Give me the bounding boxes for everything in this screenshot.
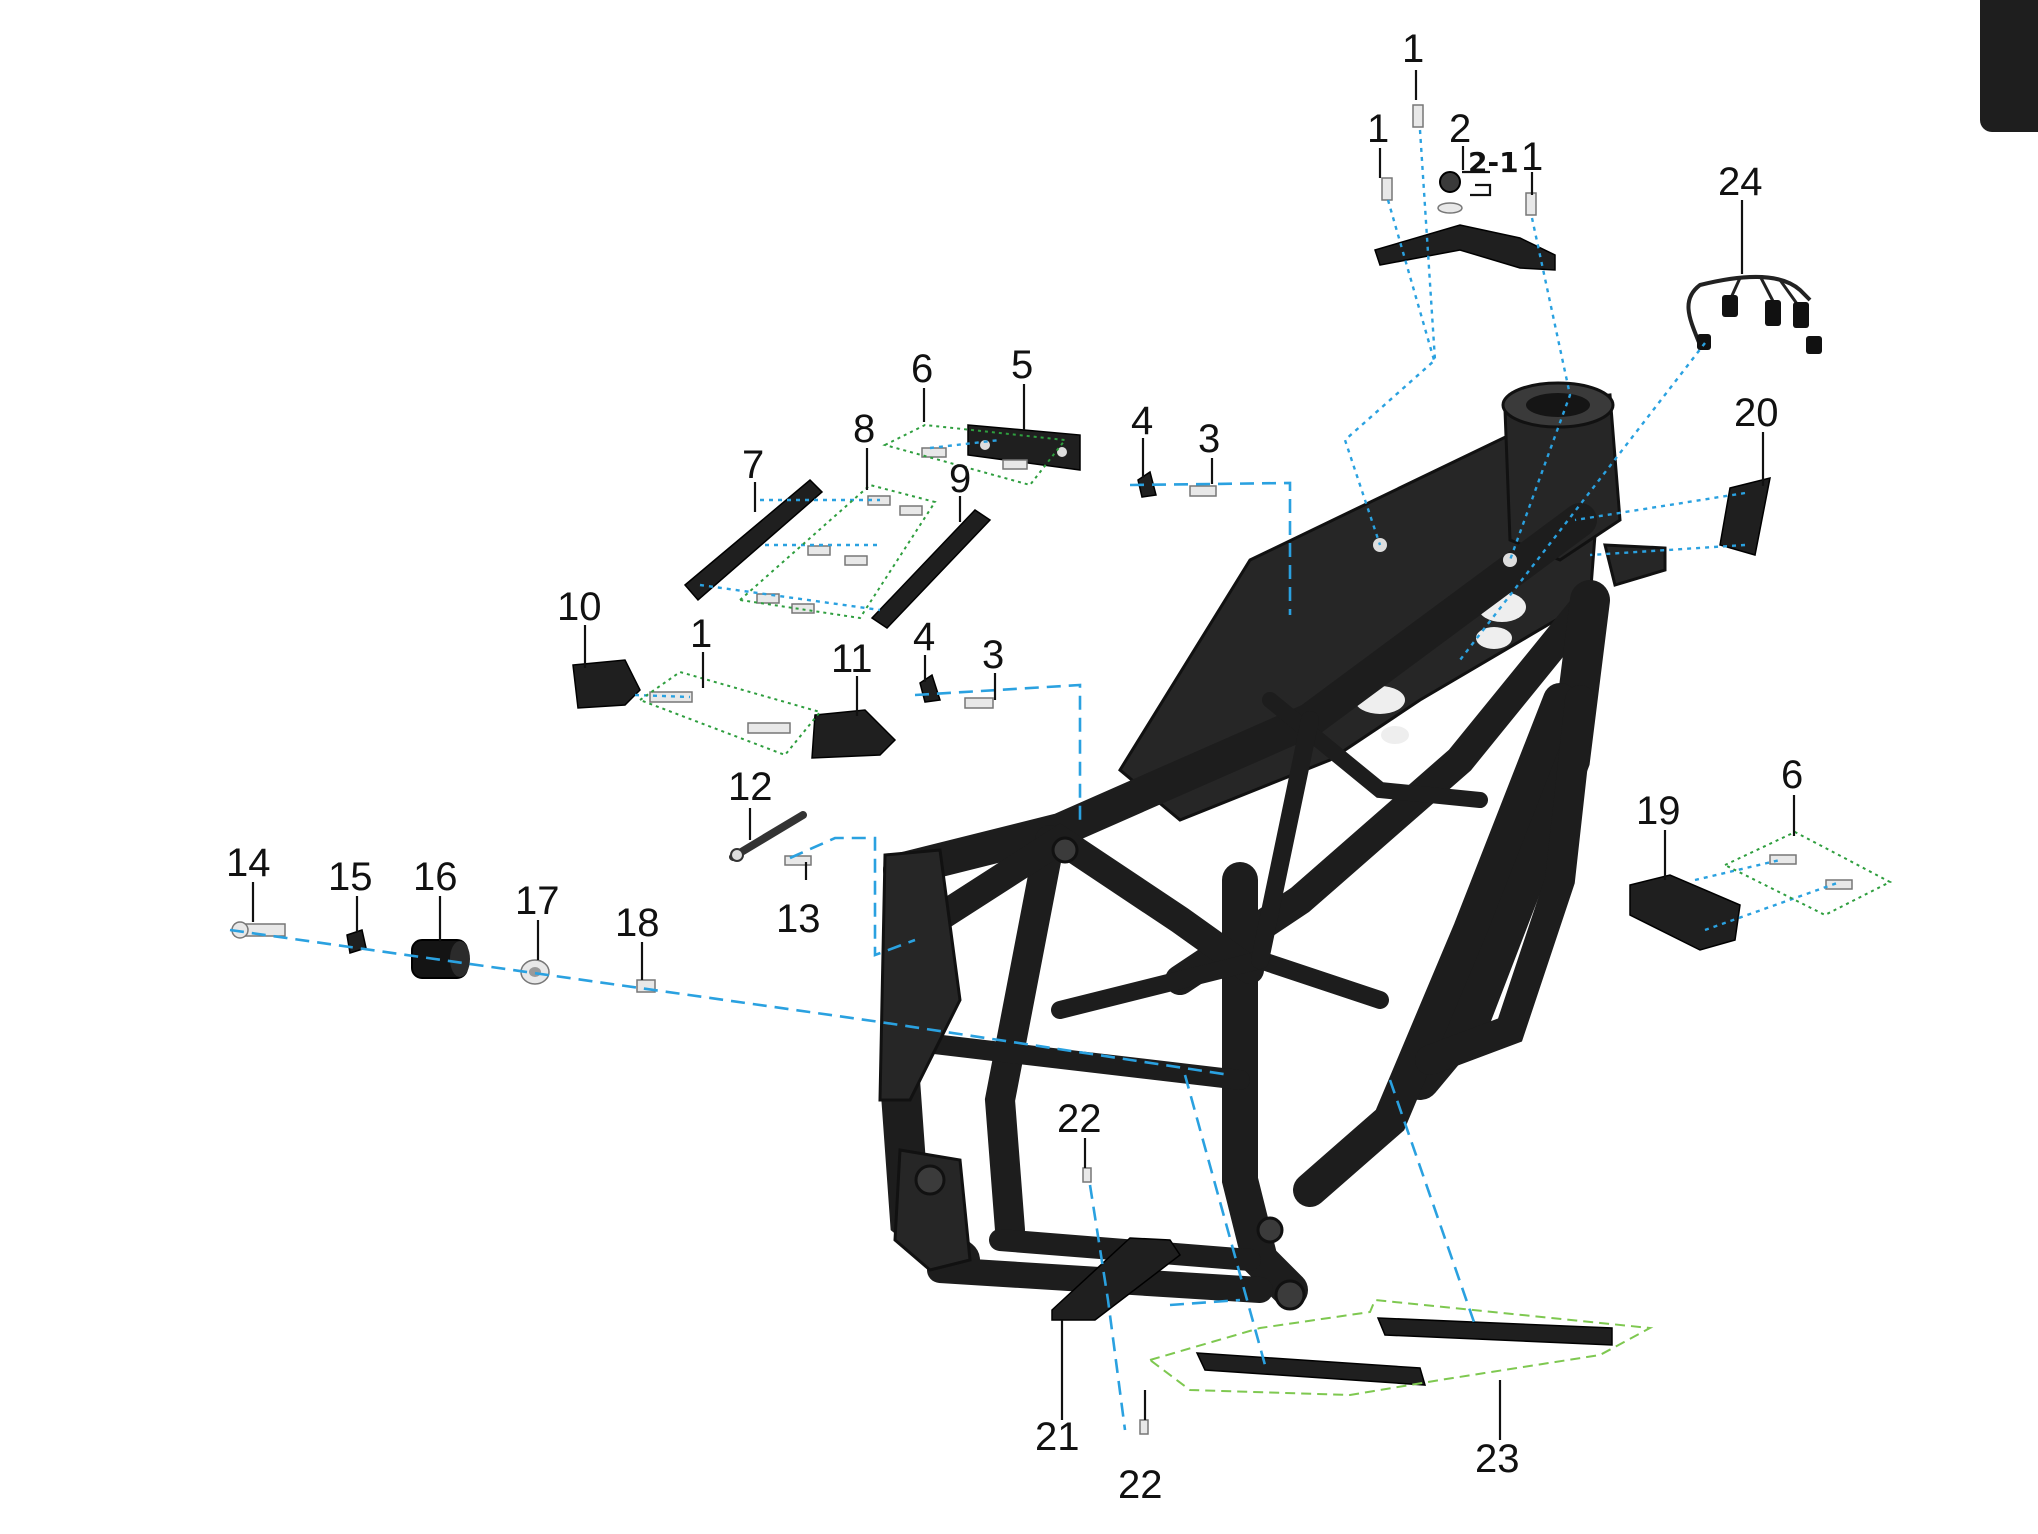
label-15: 15 [328, 855, 373, 899]
part-labels: 1 1 2 2-1 1 24 6 5 8 7 9 4 3 20 10 1 11 … [226, 27, 1803, 1507]
label-1: 1 [1367, 107, 1389, 151]
parts [231, 104, 1853, 1435]
label-3: 3 [1198, 417, 1220, 461]
label-18: 18 [615, 901, 660, 945]
label-10: 10 [557, 585, 602, 629]
label-20: 20 [1734, 391, 1779, 435]
corner-panel-tab [1980, 0, 2038, 132]
label-14: 14 [226, 841, 271, 885]
label-2: 2 [1449, 107, 1471, 151]
label-21: 21 [1035, 1415, 1080, 1459]
label-17: 17 [515, 879, 560, 923]
label-13: 13 [776, 897, 821, 941]
label-9: 9 [949, 457, 971, 501]
label-22: 22 [1057, 1097, 1102, 1141]
label-4: 4 [913, 615, 935, 659]
label-24: 24 [1718, 160, 1763, 204]
label-4: 4 [1131, 399, 1153, 443]
label-3: 3 [982, 633, 1004, 677]
label-19: 19 [1636, 789, 1681, 833]
label-11: 11 [831, 637, 873, 681]
label-7: 7 [742, 443, 764, 487]
label-23: 23 [1475, 1437, 1520, 1481]
wiring-harness [1686, 275, 1822, 354]
label-12: 12 [728, 765, 773, 809]
label-6: 6 [911, 347, 933, 391]
leader-lines [251, 70, 1796, 1440]
main-frame [878, 381, 1667, 1311]
label-6: 6 [1781, 753, 1803, 797]
label-22: 22 [1118, 1463, 1163, 1507]
label-1: 1 [1521, 135, 1543, 179]
label-2-1: 2-1 [1468, 146, 1519, 179]
label-8: 8 [853, 407, 875, 451]
label-1: 1 [690, 612, 712, 656]
kit-outlines [637, 423, 1893, 1397]
label-5: 5 [1011, 343, 1033, 387]
assembly-lines [229, 129, 1841, 1431]
label-1: 1 [1402, 27, 1424, 71]
label-16: 16 [413, 855, 458, 899]
